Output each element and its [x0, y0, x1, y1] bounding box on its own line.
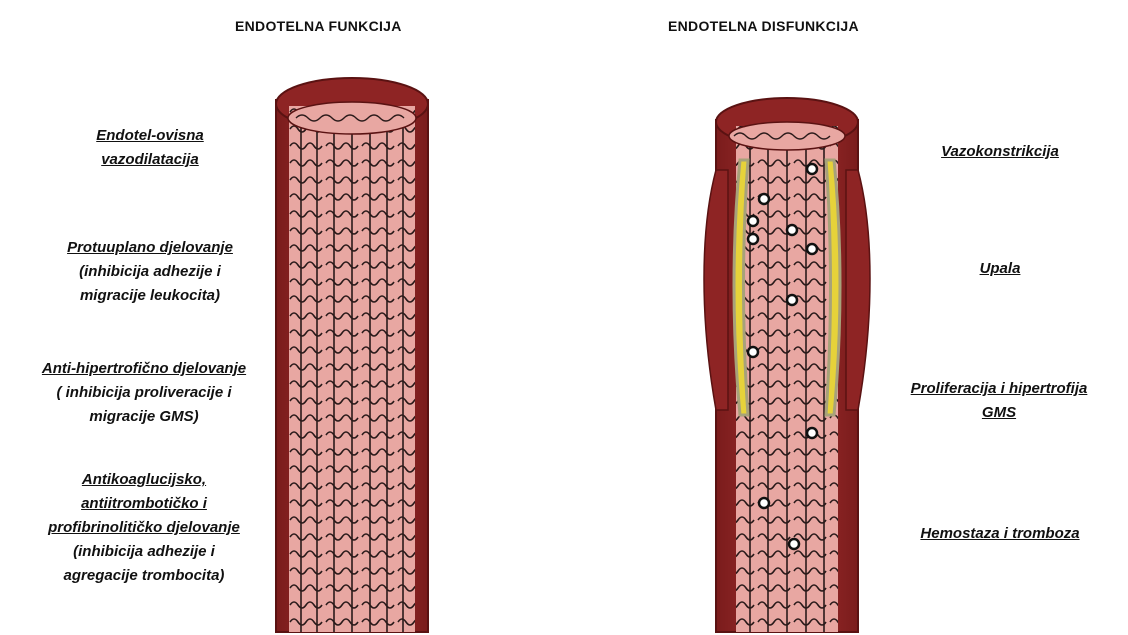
label-l2-title: Protuuplano djelovanje — [10, 236, 290, 260]
label-hemostasis-thrombosis: Hemostaza i tromboza — [880, 522, 1120, 546]
label-l4-line1: Antikoaglucijsko, — [0, 468, 288, 492]
label-r3-line2: GMS — [870, 401, 1128, 425]
label-l4-sub2: agregacije trombocita) — [0, 564, 288, 588]
label-r3-line1: Proliferacija i hipertrofija — [870, 377, 1128, 401]
label-l4-sub1: (inhibicija adhezije i — [0, 540, 288, 564]
label-l4-line3: profibrinolitičko djelovanje — [0, 516, 288, 540]
label-l3-sub1: ( inhibicija proliveracije i — [0, 381, 288, 405]
label-l3-sub2: migracije GMS) — [0, 405, 288, 429]
label-proliferation-hypertrophy: Proliferacija i hipertrofija GMS — [870, 377, 1128, 425]
label-anti-hypertrophic: Anti-hipertrofično djelovanje ( inhibici… — [0, 357, 288, 429]
healthy-vessel — [276, 78, 428, 632]
label-inflammation: Upala — [880, 257, 1120, 281]
label-l1-line2: vazodilatacija — [40, 148, 260, 172]
label-vasoconstriction: Vazokonstrikcija — [880, 140, 1120, 164]
label-r4-title: Hemostaza i tromboza — [880, 522, 1120, 546]
label-anticoagulant: Antikoaglucijsko, antiitrombotičko i pro… — [0, 468, 288, 588]
label-anti-inflammatory: Protuuplano djelovanje (inhibicija adhez… — [10, 236, 290, 308]
label-l2-sub1: (inhibicija adhezije i — [10, 260, 290, 284]
label-l2-sub2: migracije leukocita) — [10, 284, 290, 308]
label-r1-title: Vazokonstrikcija — [880, 140, 1120, 164]
label-l1-line1: Endotel-ovisna — [40, 124, 260, 148]
label-r2-title: Upala — [880, 257, 1120, 281]
dysfunctional-vessel — [704, 98, 870, 632]
label-l4-line2: antiitrombotičko i — [0, 492, 288, 516]
label-l3-title: Anti-hipertrofično djelovanje — [0, 357, 288, 381]
label-endothelium-dependent-vasodilation: Endotel-ovisna vazodilatacija — [40, 124, 260, 172]
